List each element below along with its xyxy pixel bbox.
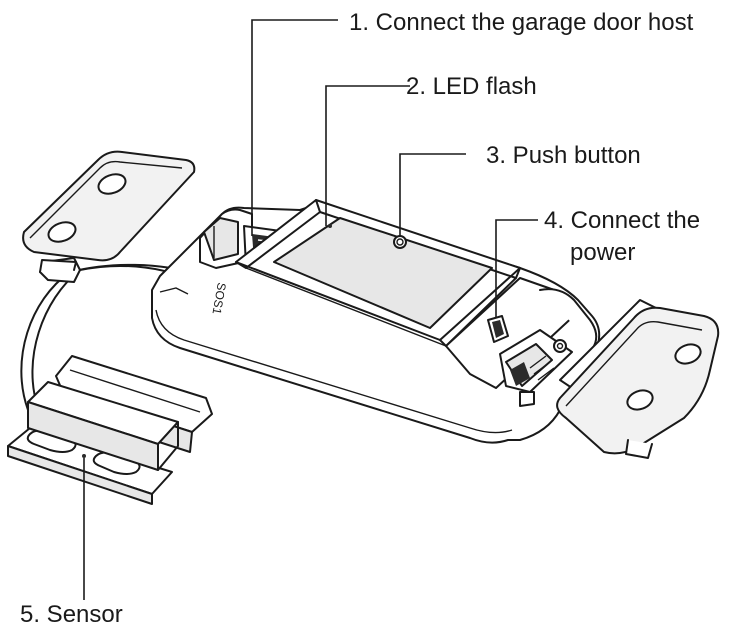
label-connect-power-line1: 4. Connect the — [544, 207, 700, 234]
model-marking: SOS1 — [209, 281, 228, 315]
label-connect-host: 1. Connect the garage door host — [349, 9, 694, 36]
main-housing: SOS1 — [151, 199, 601, 444]
leader-led-flash — [325, 85, 410, 226]
label-sensor: 5. Sensor — [20, 601, 123, 628]
leader-connect-power — [495, 219, 538, 318]
label-led-flash: 2. LED flash — [406, 73, 537, 100]
right-mounting-bracket — [556, 299, 720, 459]
led-indicator — [328, 224, 332, 228]
power-terminal — [487, 315, 509, 343]
label-push-button: 3. Push button — [486, 142, 641, 169]
leader-connect-host — [251, 19, 338, 236]
label-connect-power-line2: power — [570, 239, 635, 266]
push-button — [393, 235, 407, 249]
right-terminal-block — [499, 329, 573, 407]
leader-push-button — [399, 153, 466, 236]
sensor-wire — [20, 271, 71, 411]
magnet-sensor — [7, 355, 213, 505]
left-mounting-bracket — [22, 150, 196, 283]
